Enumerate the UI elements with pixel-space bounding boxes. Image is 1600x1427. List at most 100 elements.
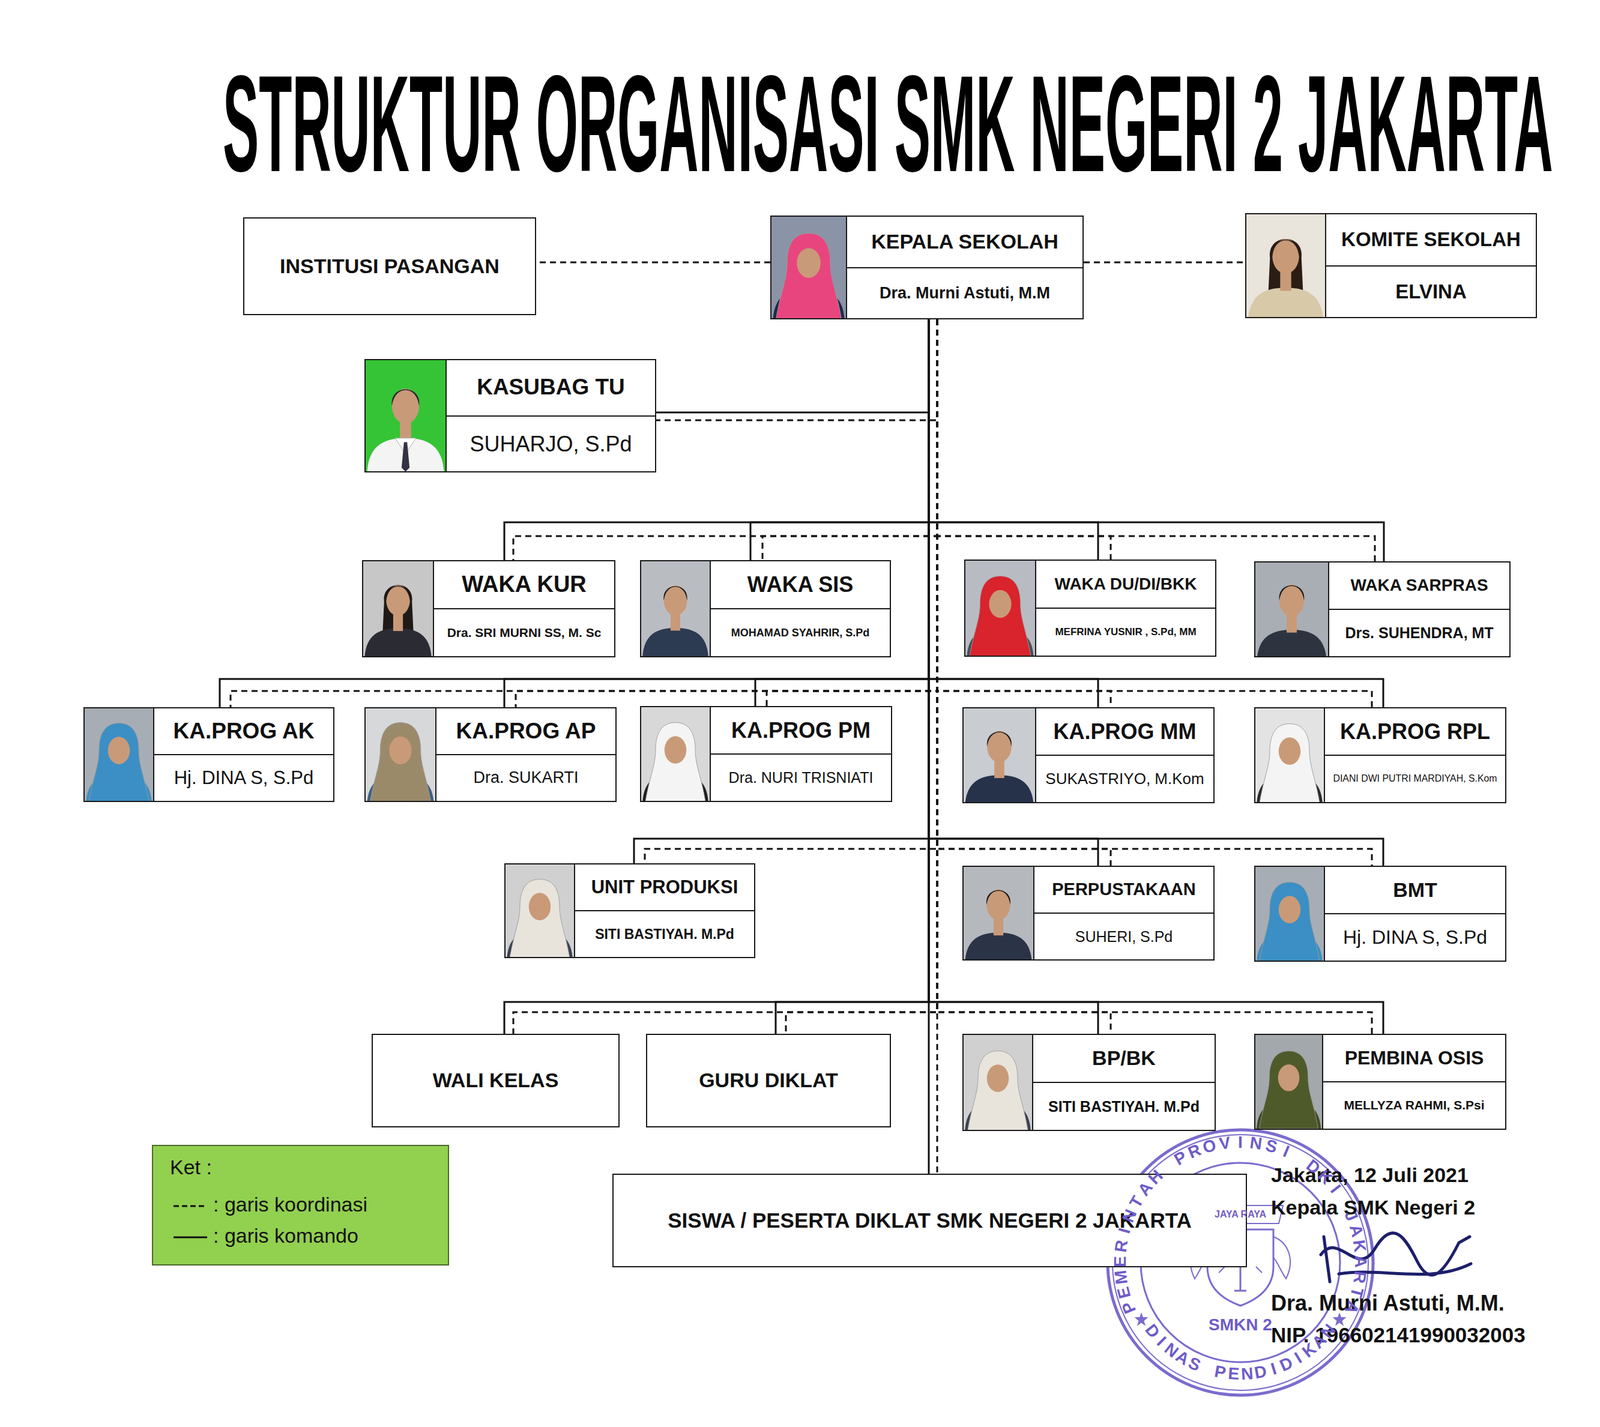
- position-title: KOMITE SEKOLAH: [1341, 228, 1521, 251]
- text-cell: KA.PROG MM: [1036, 708, 1214, 755]
- text-column: PERPUSTAKAANSUHERI, S.Pd: [1034, 866, 1214, 960]
- position-title: INSTITUSI PASANGAN: [279, 254, 500, 278]
- text-column: INSTITUSI PASANGAN: [244, 218, 535, 314]
- position-box: KOMITE SEKOLAH ELVINA: [1245, 213, 1537, 319]
- stamp-letter: K: [1349, 1236, 1369, 1256]
- photo-background: [1255, 708, 1324, 803]
- text-cell: MEFRINA YUSNIR , S.Pd, MM: [1036, 607, 1216, 656]
- text-column: KEPALA SEKOLAHDra. Murni Astuti, M.M: [847, 216, 1083, 319]
- coordination-line: [937, 319, 1375, 562]
- person-name: Drs. SUHENDRA, MT: [1344, 624, 1494, 642]
- position-box: KASUBAG TUSUHARJO, S.Pd: [364, 359, 657, 473]
- stamp-letter: R: [1111, 1236, 1132, 1256]
- person-photo: [505, 864, 574, 957]
- person-photo: [84, 708, 154, 801]
- legend-heading: Ket :: [169, 1155, 212, 1180]
- person-name: Hj. DINA S, S.Pd: [1343, 926, 1488, 949]
- person-name: SUKASTRIYO, M.Kom: [1045, 770, 1204, 789]
- coordination-line: [230, 319, 938, 708]
- command-line: [633, 319, 929, 864]
- stamp-letter: R: [1350, 1267, 1369, 1287]
- person-body: [364, 627, 432, 657]
- person-hijab: [509, 879, 570, 957]
- legend-row: : garis koordinasi: [171, 1192, 368, 1217]
- person-photo: [641, 707, 710, 801]
- person-hair: [392, 389, 420, 407]
- connector: [1083, 262, 1246, 263]
- text-column: UNIT PRODUKSI SITI BASTIYAH. M.Pd: [575, 864, 755, 957]
- signature-role: Kepala SMK Negeri 2: [1270, 1195, 1476, 1220]
- person-name: SITI BASTIYAH. M.Pd: [1048, 1098, 1200, 1116]
- person-photo: [963, 1035, 1033, 1130]
- coordination-line: [937, 319, 1372, 866]
- person-name: SITI BASTIYAH. M.Pd: [594, 926, 735, 942]
- person-hijab: [1258, 1051, 1318, 1129]
- stamp-letter: D: [1250, 1362, 1271, 1383]
- person-body: [964, 775, 1034, 803]
- photo-background: [365, 360, 446, 472]
- person-hair: [1272, 239, 1300, 257]
- person-face: [108, 736, 130, 765]
- stamp-letter: O: [1198, 1136, 1220, 1157]
- text-cell: DIANI DWI PUTRI MARDIYAH, S.Kom: [1325, 754, 1506, 803]
- signature-stroke: [1320, 1233, 1471, 1282]
- photo-frame: [963, 708, 1037, 803]
- text-cell: WAKA KUR: [434, 561, 615, 609]
- connector: [536, 262, 771, 263]
- person-photo: [1255, 866, 1324, 961]
- position-box: KA.PROG MM SUKASTRIYO, M.Kom: [962, 707, 1215, 804]
- text-cell: UNIT PRODUKSI: [575, 864, 755, 911]
- command-line: [656, 319, 929, 413]
- photo-frame: [363, 561, 435, 657]
- stamp-letter: V: [1215, 1134, 1234, 1153]
- person-photo: [965, 560, 1036, 656]
- coordination-line: [785, 319, 938, 1034]
- legend-text: : garis komando: [213, 1224, 359, 1248]
- photo-frame: [1255, 866, 1326, 961]
- person-hair: [986, 890, 1011, 905]
- text-cell: WAKA SARPRAS: [1329, 562, 1510, 609]
- text-column: KOMITE SEKOLAH ELVINA: [1326, 214, 1536, 317]
- text-column: WALI KELAS: [372, 1035, 619, 1127]
- text-cell: MELLYZA RAHMI, S.Psi: [1323, 1081, 1506, 1129]
- text-cell: PEMBINA OSIS: [1323, 1035, 1506, 1082]
- text-cell: BMT: [1325, 866, 1506, 914]
- text-cell: SITI BASTIYAH. M.Pd: [1033, 1081, 1215, 1130]
- stamp-letter: A: [1352, 1253, 1369, 1271]
- stamp-text: SMKN 2: [1208, 1315, 1273, 1335]
- photo-background: [963, 866, 1034, 960]
- person-body: [642, 627, 708, 657]
- person-name: Hj. DINA S, S.Pd: [174, 767, 314, 789]
- person-hijab: [967, 1051, 1028, 1130]
- person-face: [988, 590, 1012, 618]
- stamp-detail: [1218, 1266, 1262, 1273]
- photo-background: [84, 708, 154, 801]
- position-box: WAKA SARPRAS Drs. SUHENDRA, MT: [1254, 561, 1511, 658]
- person-face: [389, 736, 412, 765]
- stamp-star: [1134, 1312, 1149, 1327]
- person-name: ELVINA: [1395, 280, 1467, 304]
- photo-background: [963, 708, 1036, 803]
- text-cell: WAKA DU/DI/BKK: [1036, 560, 1216, 608]
- person-face: [1278, 737, 1301, 765]
- person-hijab: [1259, 882, 1320, 961]
- person-hijab: [645, 722, 706, 801]
- connector: [928, 319, 1384, 562]
- photo-frame: [641, 561, 711, 657]
- text-cell: Dra. Murni Astuti, M.M: [847, 267, 1083, 319]
- stamp-letter: M: [1111, 1267, 1131, 1287]
- person-name: Dra. NURI TRISNIATI: [728, 769, 874, 787]
- text-column: GURU DIKLAT: [647, 1035, 890, 1127]
- text-cell: SUHERI, S.Pd: [1034, 912, 1214, 960]
- position-box: INSTITUSI PASANGAN: [243, 217, 537, 316]
- position-title: WAKA DU/DI/BKK: [1054, 574, 1198, 594]
- position-box: UNIT PRODUKSI SITI BASTIYAH. M.Pd: [504, 863, 756, 959]
- stamp-letter: S: [1260, 1136, 1282, 1157]
- text-cell: KEPALA SEKOLAH: [847, 216, 1083, 268]
- person-name: MOHAMAD SYAHRIR, S.Pd: [731, 626, 870, 640]
- text-cell: PERPUSTAKAAN: [1034, 866, 1214, 913]
- connector: [750, 319, 938, 561]
- command-line: [775, 319, 929, 1034]
- text-column: PEMBINA OSISMELLYZA RAHMI, S.Psi: [1323, 1035, 1506, 1129]
- legend-line: [173, 1236, 208, 1238]
